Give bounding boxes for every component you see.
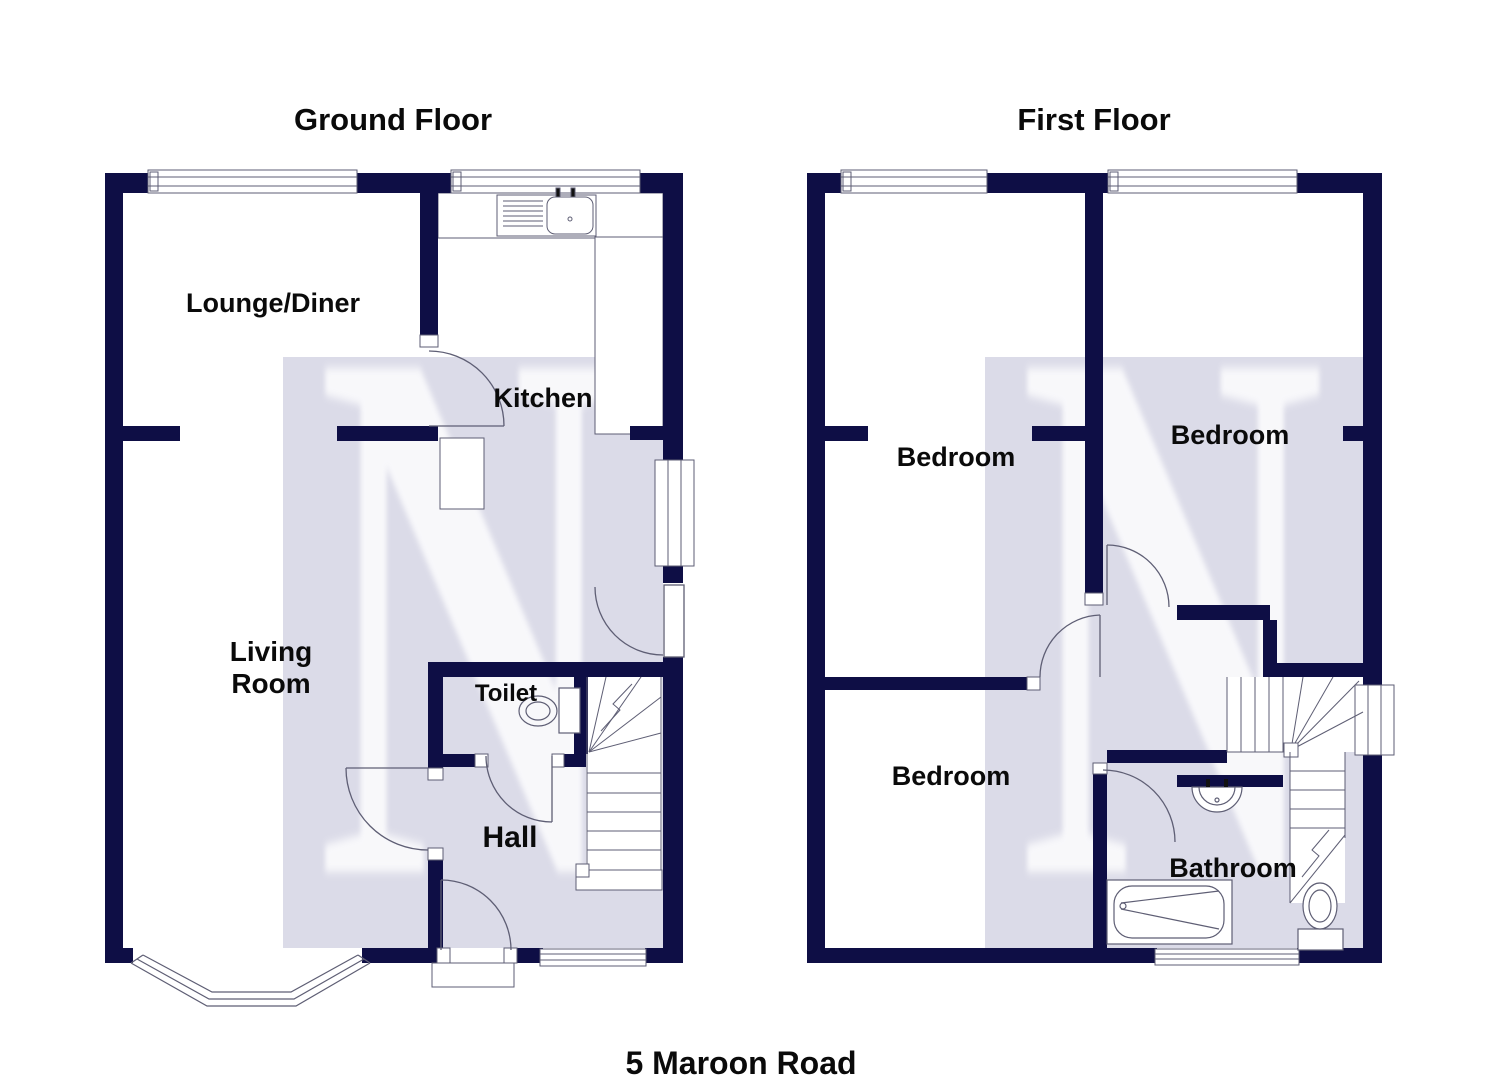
- tap-icon: [1224, 779, 1228, 787]
- window: [147, 169, 358, 194]
- room-label-bedroom-rear-right: Bedroom: [1171, 420, 1290, 450]
- bay-window: [130, 954, 371, 1007]
- ff-stairs: [1226, 676, 1364, 904]
- kitchen-appliance: [439, 437, 485, 510]
- door-bathroom: [1102, 769, 1176, 843]
- window: [539, 948, 647, 967]
- ff-white-floors: [1227, 677, 1363, 903]
- ground-floor-plan: [105, 169, 695, 1007]
- room-label-hall: Hall: [482, 821, 537, 854]
- window: [840, 169, 988, 194]
- door-living-room: [345, 767, 429, 851]
- wc-toilet: [1297, 882, 1344, 951]
- watermark-letter-ground: N: [317, 187, 623, 1040]
- ff-walls: [807, 173, 1382, 963]
- wc-toilet: [518, 687, 581, 734]
- room-label-kitchen: Kitchen: [493, 383, 592, 413]
- room-label-living-room-line2: Room: [231, 668, 310, 699]
- door-kitchen: [428, 350, 505, 427]
- window: [1107, 169, 1298, 194]
- gf-windows: [147, 169, 695, 967]
- room-label-toilet: Toilet: [475, 680, 537, 707]
- room-label-lounge-diner: Lounge/Diner: [186, 288, 360, 318]
- room-label-living-room-line1: Living: [230, 636, 312, 667]
- labels: Ground Floor First Floor Lounge/Diner Ki…: [186, 102, 1297, 1080]
- ff-doors: [1039, 544, 1176, 843]
- door-toilet: [485, 755, 553, 823]
- sink-basin: [546, 196, 594, 235]
- address-title: 5 Maroon Road: [625, 1045, 856, 1080]
- gf-doors: [345, 350, 685, 951]
- tap-icon: [1206, 779, 1210, 787]
- title-first-floor: First Floor: [1017, 102, 1170, 137]
- door-front: [440, 879, 512, 951]
- room-label-bedroom-front: Bedroom: [892, 761, 1011, 791]
- bathroom-basin: [1191, 779, 1243, 813]
- window: [450, 169, 641, 194]
- bathtub: [1106, 879, 1233, 945]
- tap-icon: [570, 187, 576, 198]
- title-ground-floor: Ground Floor: [294, 102, 492, 137]
- first-floor-plan: [807, 169, 1395, 966]
- gf-door-jambs: [419, 334, 565, 964]
- room-label-bathroom: Bathroom: [1169, 853, 1297, 883]
- door-back: [594, 584, 685, 658]
- ff-windows: [840, 169, 1395, 966]
- room-label-bedroom-rear-left: Bedroom: [897, 442, 1016, 472]
- tap-icon: [555, 187, 561, 198]
- door-bedroom-rear-right: [1106, 544, 1170, 608]
- window: [1154, 948, 1300, 966]
- front-door-step: [431, 962, 515, 988]
- gf-walls: [105, 173, 683, 963]
- kitchen-sink-unit: [496, 187, 597, 237]
- window: [1354, 684, 1395, 756]
- window: [654, 459, 695, 567]
- gf-stairs: [575, 676, 663, 891]
- ff-door-jambs: [1026, 592, 1108, 775]
- door-bedroom-rear-left: [1039, 614, 1101, 678]
